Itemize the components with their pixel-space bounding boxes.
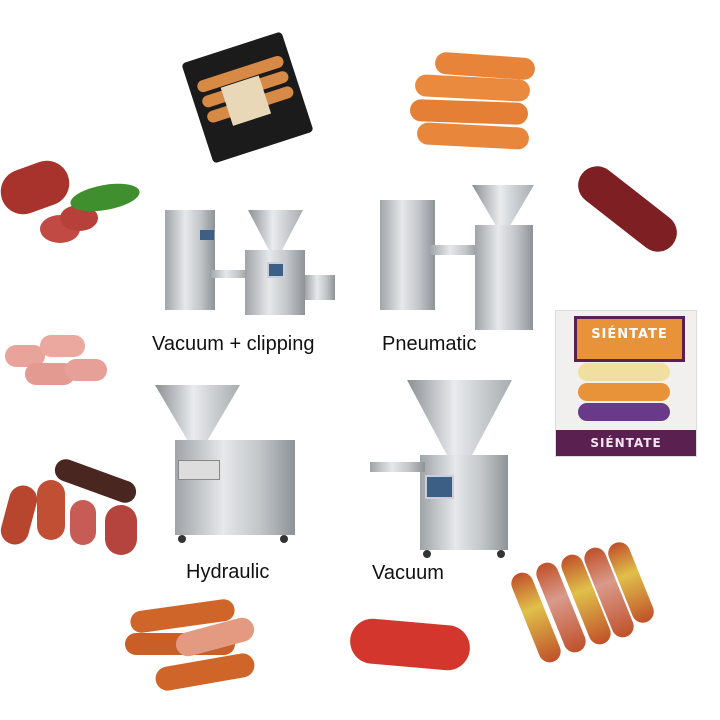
orange-sausages-stack-image [405, 51, 536, 155]
hydraulic-machine-image [150, 385, 300, 545]
red-sausage-roll-image [570, 158, 685, 260]
sientate-box-image: SIÉNTATE SIÉNTATE [555, 310, 697, 457]
label-hydraulic: Hydraulic [186, 561, 270, 583]
packaged-sausages-image [181, 31, 314, 164]
label-pneumatic: Pneumatic [382, 333, 477, 355]
cut-orange-sausages-image [125, 597, 260, 695]
box-brand-logo-bottom: SIÉNTATE [590, 436, 662, 450]
box-brand-logo-top: SIÉNTATE [591, 327, 668, 342]
label-vacuum: Vacuum [372, 562, 444, 584]
chorizo-salami-image [0, 456, 145, 560]
salami-basil-image [0, 154, 150, 260]
pneumatic-machine-image [370, 185, 540, 335]
red-chub-sausage-image [348, 616, 472, 673]
vacuum-clipping-machine-image [155, 200, 335, 330]
box-bottom-band: SIÉNTATE [556, 430, 696, 456]
label-vacuum-clipping: Vacuum + clipping [152, 333, 315, 355]
packaged-sausage-sticks-image [508, 538, 658, 666]
vacuum-machine-image [365, 380, 515, 565]
box-header-panel: SIÉNTATE [574, 316, 685, 362]
pink-wieners-image [5, 335, 110, 395]
